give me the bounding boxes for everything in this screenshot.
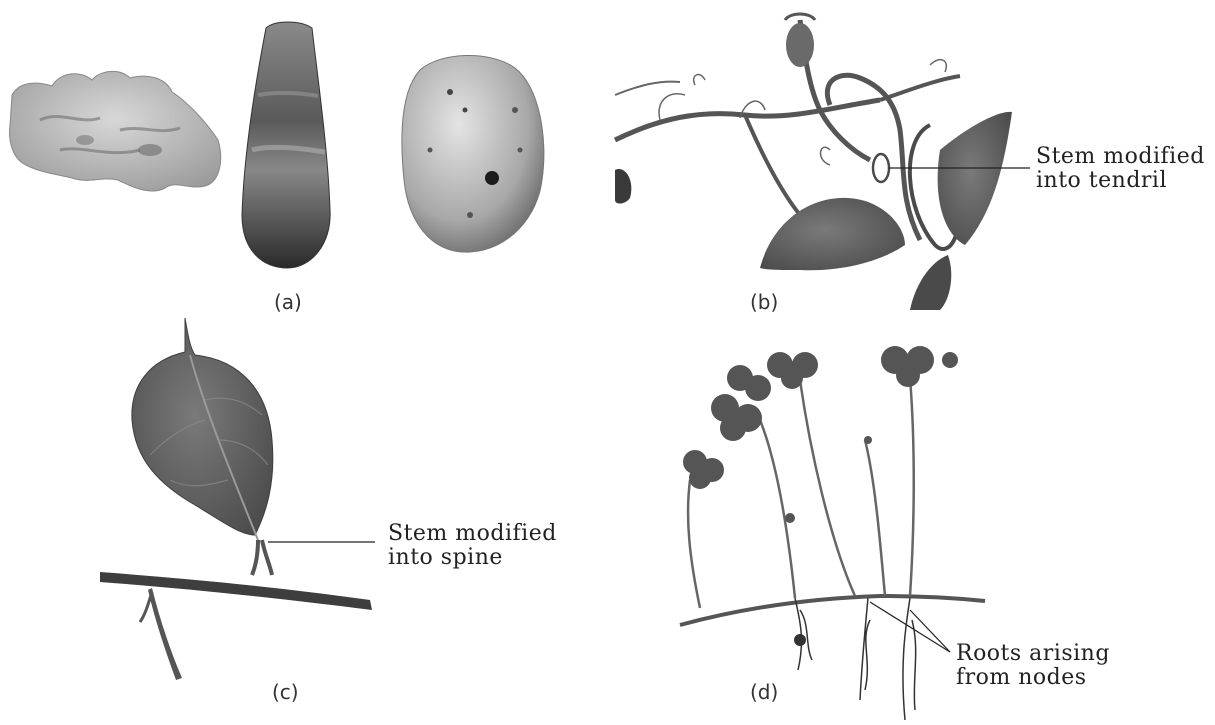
potato-tuber bbox=[402, 55, 544, 252]
roots-annotation-line-2: from nodes bbox=[956, 666, 1110, 690]
panel-b-illustration bbox=[615, 14, 1030, 310]
node-leader-line-1 bbox=[870, 602, 950, 652]
tendril-annotation: Stem modified into tendril bbox=[1036, 145, 1205, 193]
colocasia-corm bbox=[242, 22, 330, 268]
roots-annotation-line-1: Roots arising bbox=[956, 642, 1110, 666]
spine-annotation-line-2: into spine bbox=[388, 546, 557, 570]
ginger-rhizome bbox=[10, 71, 221, 191]
panel-c-illustration bbox=[100, 318, 375, 680]
tendril-annotation-line-2: into tendril bbox=[1036, 169, 1205, 193]
panel-d-label: (d) bbox=[750, 680, 778, 704]
panel-c-label: (c) bbox=[272, 680, 299, 704]
spine-annotation-line-1: Stem modified bbox=[388, 522, 557, 546]
panel-a-label: (a) bbox=[274, 290, 302, 314]
tendril-annotation-line-1: Stem modified bbox=[1036, 145, 1205, 169]
panel-d-illustration bbox=[680, 346, 985, 720]
spine-annotation: Stem modified into spine bbox=[388, 522, 557, 570]
panel-b-label: (b) bbox=[750, 290, 778, 314]
roots-annotation: Roots arising from nodes bbox=[956, 642, 1110, 690]
panel-a-illustration bbox=[10, 22, 544, 268]
